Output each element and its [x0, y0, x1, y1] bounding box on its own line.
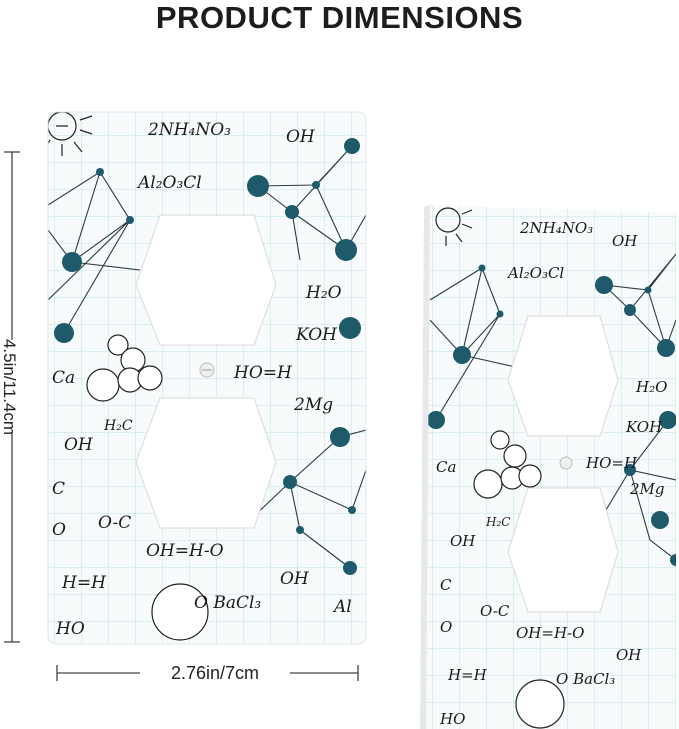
formula-text: Al: [332, 597, 352, 617]
formula-text: HO=H: [585, 454, 638, 472]
formula-text: 2Mg: [293, 395, 333, 415]
formula-text: OH: [280, 569, 310, 589]
formula-text: OH: [450, 532, 476, 550]
formula-text: O: [52, 520, 66, 540]
formula-text: Al₂O₃Cl: [506, 264, 564, 282]
formula-text: 2NH₄NO₃: [519, 219, 593, 237]
formula-text: H₂C: [103, 418, 133, 434]
formula-text: Ca: [436, 458, 456, 476]
formula-text: O BaCl₃: [194, 593, 261, 613]
width-label: 2.76in/7cm: [140, 662, 290, 684]
formula-text: H=H: [447, 666, 488, 684]
formula-text: O: [440, 618, 452, 636]
formula-text: KOH: [295, 325, 338, 345]
formula-text: HO: [439, 710, 465, 728]
formula-text: HO=H: [233, 363, 293, 383]
formula-text: O-C: [480, 602, 510, 620]
formula-text: OH: [612, 232, 638, 250]
formula-text: OH: [616, 646, 642, 664]
formula-text: OH: [64, 435, 94, 455]
formula-text: KOH: [625, 418, 663, 436]
formula-text: C: [440, 576, 452, 594]
formula-text: 2Mg: [629, 480, 665, 498]
screw-icon: [559, 456, 573, 470]
formula-text: Ca: [52, 368, 75, 388]
formula-text: H₂O: [635, 378, 667, 396]
page-title: PRODUCT DIMENSIONS: [155, 0, 524, 35]
formula-text: C: [52, 479, 65, 499]
formula-text: O-C: [98, 513, 131, 533]
formula-text: OH: [286, 127, 316, 147]
formula-text: H₂C: [485, 515, 510, 529]
formula-text: H=H: [61, 573, 107, 593]
formula-text: O BaCl₃: [556, 670, 615, 688]
formula-text: OH=H-O: [516, 624, 584, 642]
formula-text: 2NH₄NO₃: [147, 120, 231, 140]
formula-text: Al₂O₃Cl: [136, 173, 202, 193]
formula-text: HO: [55, 619, 85, 639]
formula-text: H₂O: [305, 283, 342, 303]
formula-text: OH=H-O: [146, 541, 224, 561]
